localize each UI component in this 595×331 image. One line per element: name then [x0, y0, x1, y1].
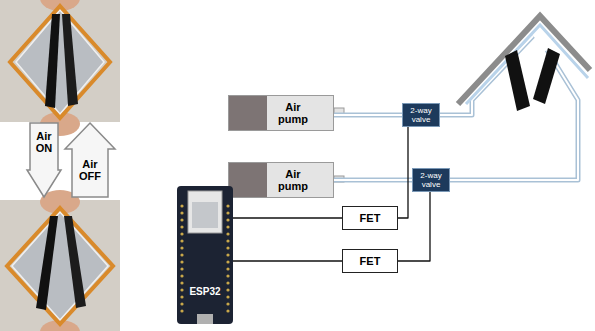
air-pump: Air pump: [228, 95, 334, 131]
rubber-band: [10, 6, 110, 118]
arrow-outline: [65, 123, 115, 197]
module-shield: [192, 202, 218, 228]
pin: [180, 274, 183, 277]
air-tube: [334, 180, 412, 181]
node-label: Air OFF: [72, 158, 108, 182]
pin: [226, 204, 229, 207]
actuator-slab: [505, 50, 530, 111]
outlet-tubes: [440, 36, 578, 180]
pin: [226, 211, 229, 214]
roof-membrane: [466, 25, 588, 104]
pin: [180, 267, 183, 270]
pin: [226, 309, 229, 312]
pin: [226, 225, 229, 228]
node-label: Air ON: [30, 130, 58, 154]
actuator-slab: [62, 14, 78, 106]
pin: [180, 225, 183, 228]
usb-port: [197, 314, 213, 324]
pump-nozzles: [334, 108, 344, 182]
pin: [180, 246, 183, 249]
air-tube: [450, 50, 578, 180]
photo-ground: [0, 0, 120, 122]
foil: [12, 212, 108, 320]
signal-wire: [233, 260, 342, 261]
actuator-slab: [36, 216, 58, 310]
node-label: 2-way valve: [415, 171, 447, 189]
photo-ground: [0, 200, 120, 331]
air-tube: [334, 114, 402, 116]
air-tube: [450, 50, 578, 180]
air-tube: [334, 178, 412, 183]
pin: [226, 302, 229, 305]
pin: [226, 288, 229, 291]
node-label: Air pump: [271, 168, 315, 192]
pin: [226, 239, 229, 242]
pin: [226, 267, 229, 270]
node-label: 2-way valve: [405, 106, 437, 124]
pin: [226, 232, 229, 235]
fet-box: FET: [342, 249, 398, 273]
arrow-outline: [27, 123, 61, 197]
pin: [226, 246, 229, 249]
actuator-slab: [45, 14, 60, 108]
board-outline: [177, 186, 233, 324]
wifi-module: [188, 191, 222, 233]
esp32-board: ESP32: [177, 186, 233, 324]
foil: [16, 10, 104, 114]
pin: [226, 295, 229, 298]
node-label: ESP32: [177, 286, 233, 298]
pin: [226, 274, 229, 277]
pin: [180, 211, 183, 214]
pin: [226, 281, 229, 284]
two-way-valve: 2-way valve: [402, 103, 440, 127]
pin: [226, 218, 229, 221]
air-pump: Air pump: [228, 162, 334, 198]
air-on-arrow: Air ON: [26, 122, 62, 198]
signal-wire: [233, 261, 342, 262]
signal-wire: [233, 217, 342, 218]
actuator-slab: [64, 216, 86, 308]
pin: [180, 239, 183, 242]
rubber-band: [7, 208, 113, 324]
two-way-valve: 2-way valve: [412, 168, 450, 192]
air-tube: [334, 179, 412, 181]
pin: [180, 218, 183, 221]
pin: [180, 288, 183, 291]
pin: [180, 232, 183, 235]
air-tube: [334, 115, 402, 116]
air-off-arrow: Air OFF: [64, 122, 116, 198]
roof-actuator: [458, 16, 590, 111]
board: [177, 186, 233, 324]
pin: [180, 295, 183, 298]
node-label: FET: [360, 212, 381, 225]
signal-wire: [398, 127, 408, 218]
photo-air-on: [0, 0, 120, 136]
pin: [226, 253, 229, 256]
pin: [180, 281, 183, 284]
pin: [180, 260, 183, 263]
pin: [226, 260, 229, 263]
pin: [180, 309, 183, 312]
signal-wire: [398, 127, 408, 218]
pin: [180, 302, 183, 305]
signal-wire: [398, 192, 430, 261]
pin: [180, 253, 183, 256]
photo-air-off: [0, 190, 120, 331]
actuator-slab: [533, 48, 560, 104]
fet-box: FET: [342, 206, 398, 230]
node-label: FET: [360, 255, 381, 268]
air-tube: [334, 113, 402, 118]
signal-wire: [233, 218, 342, 219]
pin: [180, 204, 183, 207]
signal-wire: [398, 192, 430, 261]
node-label: Air pump: [271, 101, 315, 125]
